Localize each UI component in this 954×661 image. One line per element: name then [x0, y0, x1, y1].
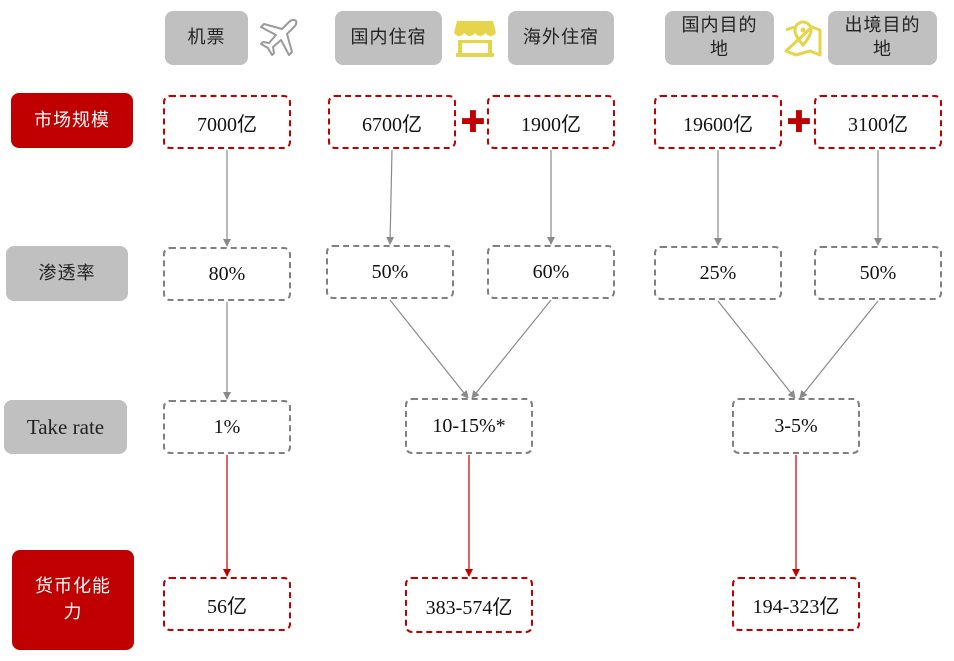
arrow-domestic-lodging-penetration-to-take-rate	[389, 299, 469, 399]
arrow-overseas-lodging-penetration-to-take-rate	[471, 299, 552, 399]
plus-icon-lodging: ✚	[460, 104, 486, 140]
market-size-domestic-lodging: 6700亿	[328, 95, 456, 149]
arrow-domestic-destination-penetration-to-take-rate	[717, 300, 796, 399]
shop-icon	[450, 16, 500, 60]
monetization-flights: 56亿	[163, 577, 291, 631]
monetization-lodging: 383-574亿	[405, 577, 533, 633]
penetration-flights: 80%	[163, 247, 291, 301]
take-rate-flights: 1%	[163, 400, 291, 454]
take-rate-destination: 3-5%	[732, 398, 860, 454]
monetization-destination: 194-323亿	[732, 577, 860, 631]
header-flights: 机票	[165, 11, 248, 65]
market-size-domestic-destination: 19600亿	[654, 95, 782, 149]
row-label-monetization: 货币化能力	[12, 550, 134, 650]
header-domestic-lodging: 国内住宿	[335, 11, 442, 65]
arrow-outbound-destination-penetration-to-take-rate	[799, 300, 879, 399]
arrow-domestic-lodging-market-to-penetration	[386, 149, 395, 245]
row-label-market-size: 市场规模	[11, 93, 133, 148]
market-size-flights: 7000亿	[163, 95, 291, 149]
market-size-outbound-destination: 3100亿	[814, 95, 942, 149]
take-rate-lodging: 10-15%*	[405, 398, 533, 454]
penetration-domestic-lodging: 50%	[326, 245, 454, 299]
penetration-outbound-destination: 50%	[814, 246, 942, 300]
row-label-penetration: 渗透率	[6, 246, 128, 301]
plus-icon-destination: ✚	[786, 104, 812, 140]
penetration-domestic-destination: 25%	[654, 246, 782, 300]
header-overseas-lodging: 海外住宿	[508, 11, 614, 65]
header-outbound-destination: 出境目的地	[828, 11, 937, 65]
map-pin-icon	[780, 16, 826, 60]
market-size-overseas-lodging: 1900亿	[487, 95, 615, 149]
penetration-overseas-lodging: 60%	[487, 245, 615, 299]
row-label-take-rate: Take rate	[4, 400, 127, 454]
header-domestic-destination: 国内目的地	[665, 11, 774, 65]
airplane-icon	[254, 14, 302, 62]
